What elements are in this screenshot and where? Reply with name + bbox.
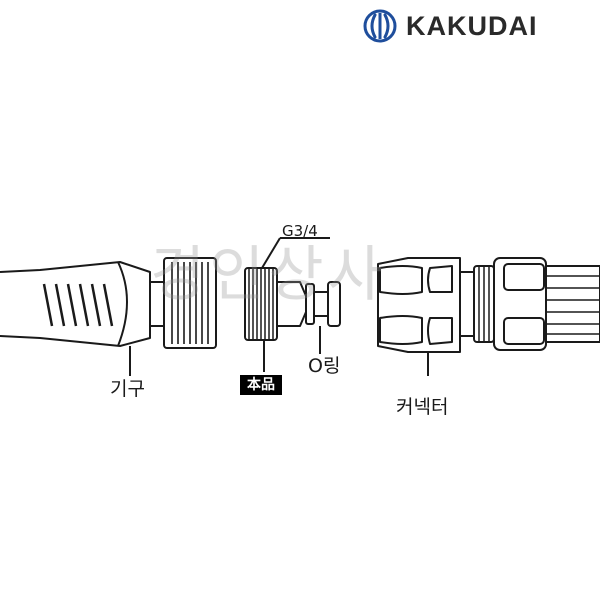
fixture-label: 기구: [110, 378, 145, 400]
connector-part: [377, 257, 600, 376]
brand-header: KAKUDAI: [362, 8, 592, 44]
product-badge: 本品: [240, 375, 282, 395]
fixture-part: [0, 257, 217, 376]
thread-spec-label: G3/4: [282, 222, 318, 240]
brand-name: KAKUDAI: [406, 11, 538, 41]
connector-label: 커넥터: [396, 396, 449, 418]
o-ring-label: O링: [308, 355, 341, 377]
kakudai-logo-icon: [363, 9, 397, 43]
product-adapter: [244, 237, 341, 372]
